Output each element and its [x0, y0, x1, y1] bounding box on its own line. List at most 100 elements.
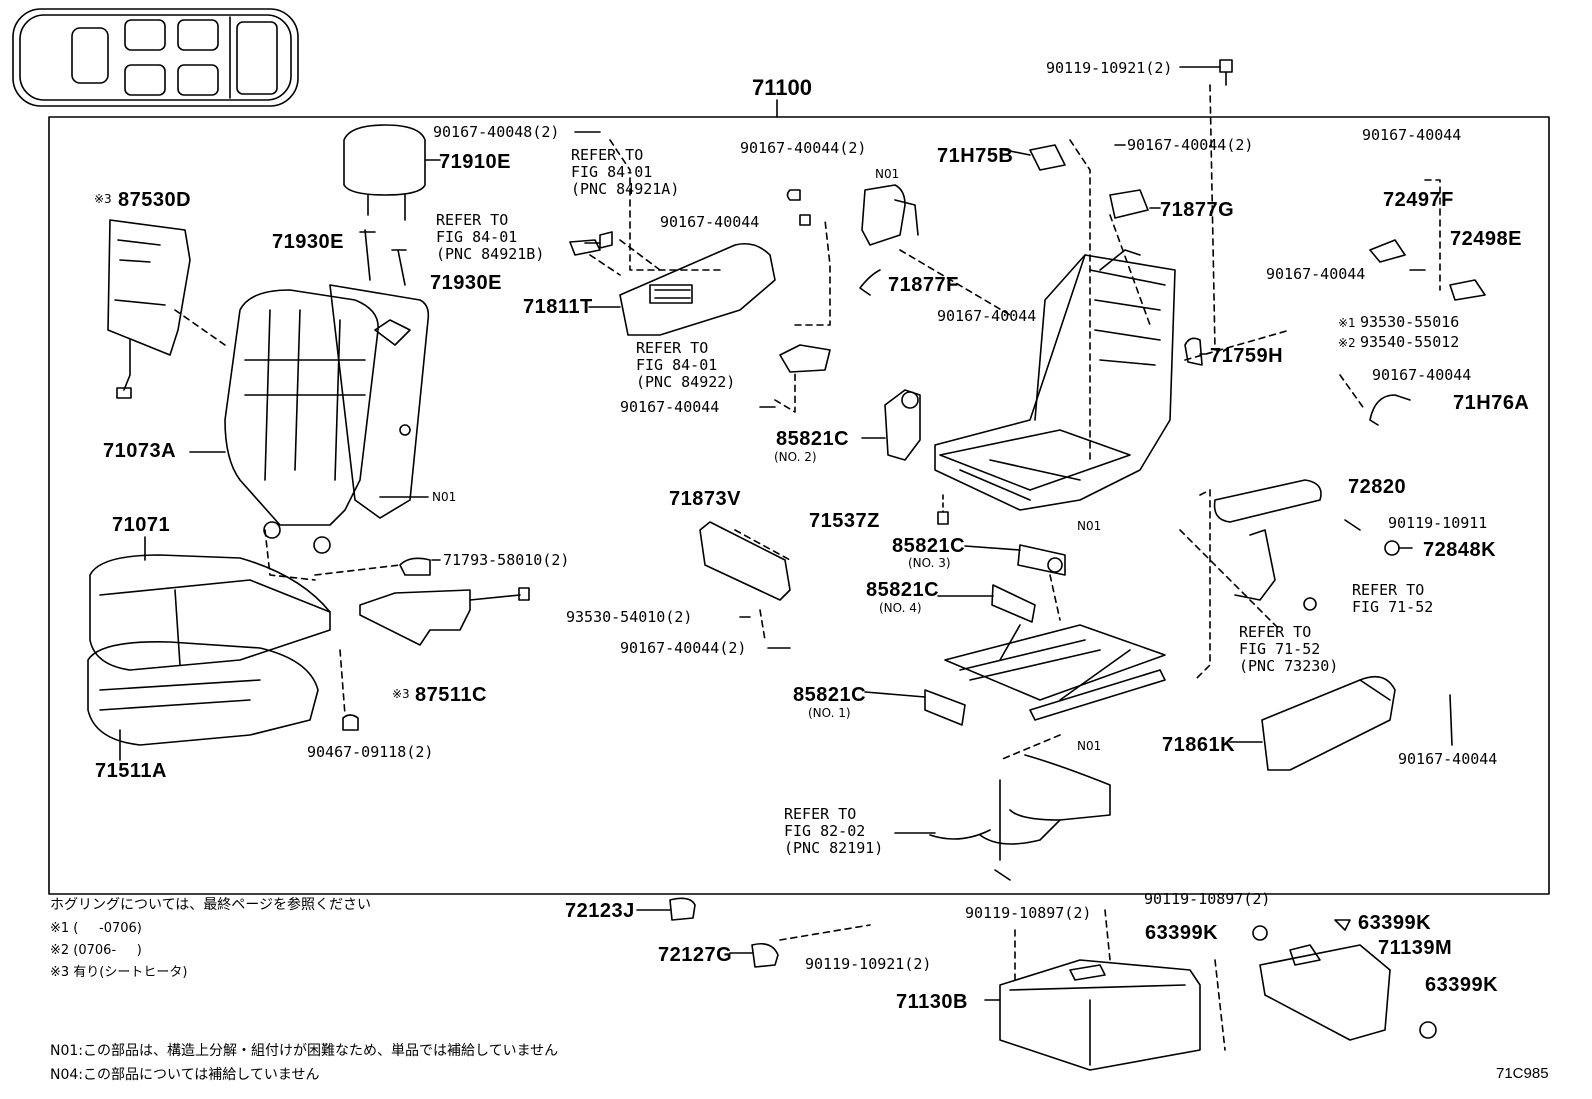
label-72497F[interactable]: 72497F — [1383, 189, 1454, 211]
label-85821C-no2[interactable]: 85821C — [776, 428, 850, 450]
pn-90467-09118[interactable]: 90467-09118(2) — [307, 743, 434, 761]
refer-84922[interactable]: REFER TO FIG 84-01 (PNC 84922) — [636, 339, 736, 391]
label-71877G[interactable]: 71877G — [1160, 199, 1235, 221]
label-71537Z[interactable]: 71537Z — [809, 510, 880, 532]
label-63399K-c[interactable]: 63399K — [1425, 974, 1499, 996]
pn-90167-40044-c[interactable]: 90167-40044 — [937, 307, 1037, 325]
assembly-number: 71100 — [752, 75, 812, 100]
seat-track-drawing — [944, 624, 1166, 721]
label-no1: (NO. 1) — [808, 706, 851, 720]
under-seat-tray-drawing — [999, 959, 1201, 1071]
pn-90119-10921-2b[interactable]: 90119-10921(2) — [805, 955, 932, 973]
label-71811T[interactable]: 71811T — [523, 296, 593, 318]
label-85821C-no4[interactable]: 85821C — [866, 579, 940, 601]
heater-pad-cushion-drawing — [359, 587, 530, 646]
pn-90167-40044-e[interactable]: 90167-40044 — [1372, 366, 1472, 384]
seat-frame-drawing — [934, 249, 1176, 511]
pn-90167-40044-2a[interactable]: 90167-40044(2) — [740, 139, 867, 157]
assembly-frame — [48, 116, 1550, 895]
refer-84921A[interactable]: REFER TO FIG 84-01 (PNC 84921A) — [571, 146, 680, 198]
label-63399K-a[interactable]: 63399K — [1145, 922, 1219, 944]
seat-cushion-cover-drawing — [89, 554, 331, 671]
heater-pad-back-drawing — [107, 219, 191, 399]
side-armrest-drawing — [1261, 675, 1396, 771]
n01-airbag: N01 — [875, 167, 900, 181]
pn-90167-40044-right-top[interactable]: 90167-40044 — [1362, 126, 1462, 144]
label-72848K[interactable]: 72848K — [1423, 539, 1497, 561]
refer-71-52-a[interactable]: REFER TO FIG 71-52 — [1352, 581, 1434, 616]
mark-3-a: ※3 — [94, 192, 112, 206]
label-63399K-b[interactable]: 63399K — [1358, 912, 1432, 934]
refer-73230[interactable]: REFER TO FIG 71-52 (PNC 73230) — [1239, 623, 1339, 675]
mark-1: ※1 — [1338, 316, 1356, 330]
pn-90167-40044-d[interactable]: 90167-40044 — [620, 398, 720, 416]
note-mark-2: ※2 (0706- ) — [50, 943, 142, 958]
note-n04: N04:この部品については補給していません — [50, 1067, 320, 1083]
pn-90119-10921-top[interactable]: 90119-10921(2) — [1046, 59, 1173, 77]
mark-3-b: ※3 — [392, 687, 410, 701]
figure-code: 71C985 — [1496, 1065, 1549, 1082]
note-mark-1: ※1 ( -0706) — [50, 921, 142, 936]
refer-82191[interactable]: REFER TO FIG 82-02 (PNC 82191) — [784, 805, 884, 857]
note-hog-ring: ホグリングについては、最終ページを参照ください — [50, 897, 372, 913]
label-71073A[interactable]: 71073A — [103, 440, 177, 462]
label-71930E-a[interactable]: 71930E — [272, 231, 344, 253]
pn-93530-54010[interactable]: 93530-54010(2) — [566, 608, 693, 626]
storage-tray-drawing — [1259, 944, 1391, 1041]
pn-93530-55016[interactable]: 93530-55016 — [1360, 313, 1460, 331]
pn-93540-55012[interactable]: 93540-55012 — [1360, 333, 1460, 351]
n01-track: N01 — [1077, 739, 1102, 753]
label-71877F[interactable]: 71877F — [888, 274, 959, 296]
label-71930E-b[interactable]: 71930E — [430, 272, 502, 294]
label-no2: (NO. 2) — [774, 450, 817, 464]
note-mark-3: ※3 有り(シートヒータ) — [50, 965, 188, 980]
bolt-icon — [1219, 59, 1233, 86]
label-71873V[interactable]: 71873V — [669, 488, 741, 510]
label-71H75B[interactable]: 71H75B — [937, 145, 1014, 167]
label-71910E[interactable]: 71910E — [439, 151, 511, 173]
label-71511A[interactable]: 71511A — [95, 760, 167, 782]
label-87511C[interactable]: 87511C — [415, 684, 487, 706]
n01-seatback: N01 — [432, 490, 457, 504]
wire-harness-drawing — [929, 754, 1111, 881]
pn-90167-40044-2c[interactable]: 90167-40044(2) — [620, 639, 747, 657]
seat-cushion-pad-drawing — [87, 641, 319, 746]
slide-motor-drawing — [924, 544, 1066, 726]
pn-90167-40048[interactable]: 90167-40048(2) — [433, 123, 560, 141]
refer-84921B[interactable]: REFER TO FIG 84-01 (PNC 84921B) — [436, 211, 545, 263]
recliner-motor-drawing — [884, 389, 921, 461]
label-71H76A[interactable]: 71H76A — [1453, 392, 1530, 414]
n01-frame: N01 — [1077, 519, 1102, 533]
side-airbag-drawing — [861, 184, 919, 246]
label-85821C-no1[interactable]: 85821C — [793, 684, 867, 706]
label-87530D[interactable]: 87530D — [118, 189, 192, 211]
side-shield-drawing — [619, 242, 776, 336]
pn-90119-10897-2a[interactable]: 90119-10897(2) — [1144, 890, 1271, 908]
label-no4: (NO. 4) — [879, 601, 922, 615]
label-71130B[interactable]: 71130B — [896, 991, 968, 1013]
label-72123J[interactable]: 72123J — [565, 900, 635, 922]
label-85821C-no3[interactable]: 85821C — [892, 535, 966, 557]
armrest-drawing — [1213, 479, 1322, 523]
pn-90167-40044-f[interactable]: 90167-40044 — [1398, 750, 1498, 768]
label-71071[interactable]: 71071 — [112, 514, 171, 536]
label-71139M[interactable]: 71139M — [1378, 937, 1453, 959]
lower-cover-drawing — [699, 521, 791, 601]
label-no3: (NO. 3) — [908, 556, 951, 570]
pn-90119-10911[interactable]: 90119-10911 — [1388, 514, 1488, 532]
pn-90119-10897-2b[interactable]: 90119-10897(2) — [965, 904, 1092, 922]
pn-90167-40044-b[interactable]: 90167-40044 — [1266, 265, 1366, 283]
pn-90167-40044-a[interactable]: 90167-40044 — [660, 213, 760, 231]
label-72127G[interactable]: 72127G — [658, 944, 733, 966]
label-72498E[interactable]: 72498E — [1450, 228, 1522, 250]
label-72820[interactable]: 72820 — [1348, 476, 1407, 498]
seatback-cover-drawing — [224, 289, 379, 554]
label-71861K[interactable]: 71861K — [1162, 734, 1236, 756]
label-71759H[interactable]: 71759H — [1210, 345, 1284, 367]
note-n01: N01:この部品は、構造上分解・組付けが困難なため、単品では補給していません — [50, 1043, 559, 1059]
pn-90167-40044-2b[interactable]: 90167-40044(2) — [1127, 136, 1254, 154]
vehicle-locator-icon — [12, 8, 299, 107]
pn-71793-58010[interactable]: 71793-58010(2) — [443, 551, 570, 569]
mark-2: ※2 — [1338, 336, 1356, 350]
